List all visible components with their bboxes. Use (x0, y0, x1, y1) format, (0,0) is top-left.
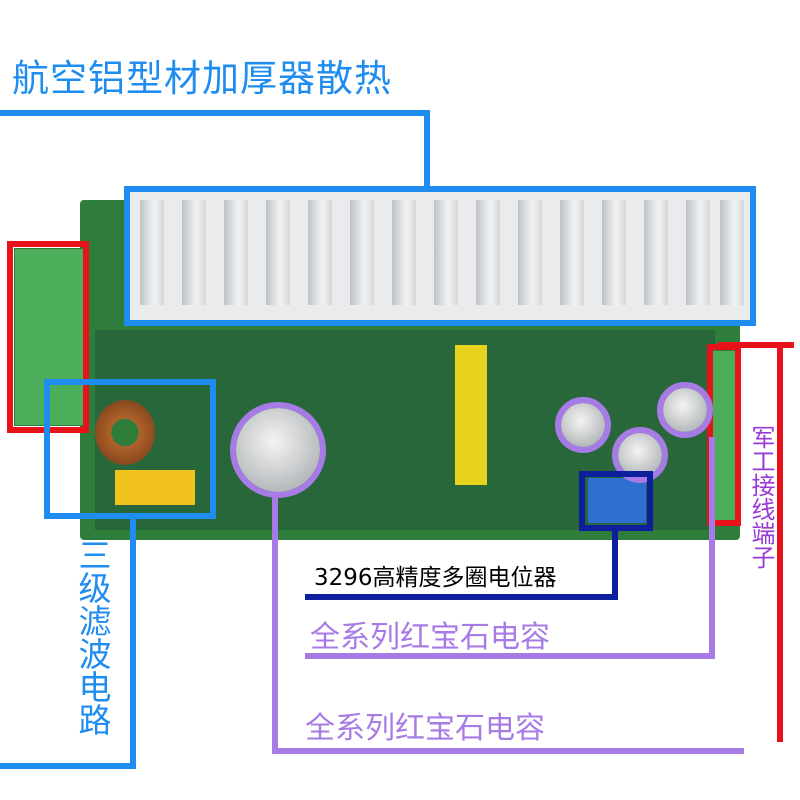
potentiometer-highlight (579, 471, 653, 531)
capacitor-highlight (657, 382, 713, 438)
transformer (455, 345, 487, 485)
terminal-leader-line (718, 342, 794, 348)
x-capacitor (115, 470, 195, 505)
potentiometer-label: 3296高精度多圈电位器 (314, 565, 557, 591)
capacitor-highlight (612, 427, 668, 483)
heatsink (130, 192, 750, 322)
capacitor-leader-line (272, 497, 278, 754)
potentiometer (588, 478, 646, 523)
capacitor-label-2: 全系列红宝石电容 (305, 711, 545, 746)
capacitor-leader-line (272, 748, 744, 754)
capacitor-leader-line (305, 653, 715, 659)
capacitor-highlight (555, 397, 611, 453)
filter-leader-line (130, 519, 136, 769)
filter-label: 三级滤波电路 (73, 538, 112, 736)
potentiometer-leader-line (305, 594, 618, 600)
heatsink-leader-line (424, 110, 430, 188)
capacitor-label-1: 全系列红宝石电容 (310, 620, 550, 655)
terminal-leader-line (777, 342, 783, 742)
capacitor-leader-line (709, 437, 715, 659)
heatsink-label: 航空铝型材加厚器散热 (12, 57, 392, 100)
capacitor-highlight (230, 402, 326, 498)
filter-leader-line (0, 763, 136, 769)
heatsink-leader-line (0, 110, 430, 116)
heatsink-highlight (124, 186, 756, 326)
potentiometer-leader-line (612, 529, 618, 599)
terminal-label: 军工接线端子 (747, 425, 775, 569)
filter-highlight (44, 379, 216, 519)
filter-inductor (95, 400, 155, 465)
